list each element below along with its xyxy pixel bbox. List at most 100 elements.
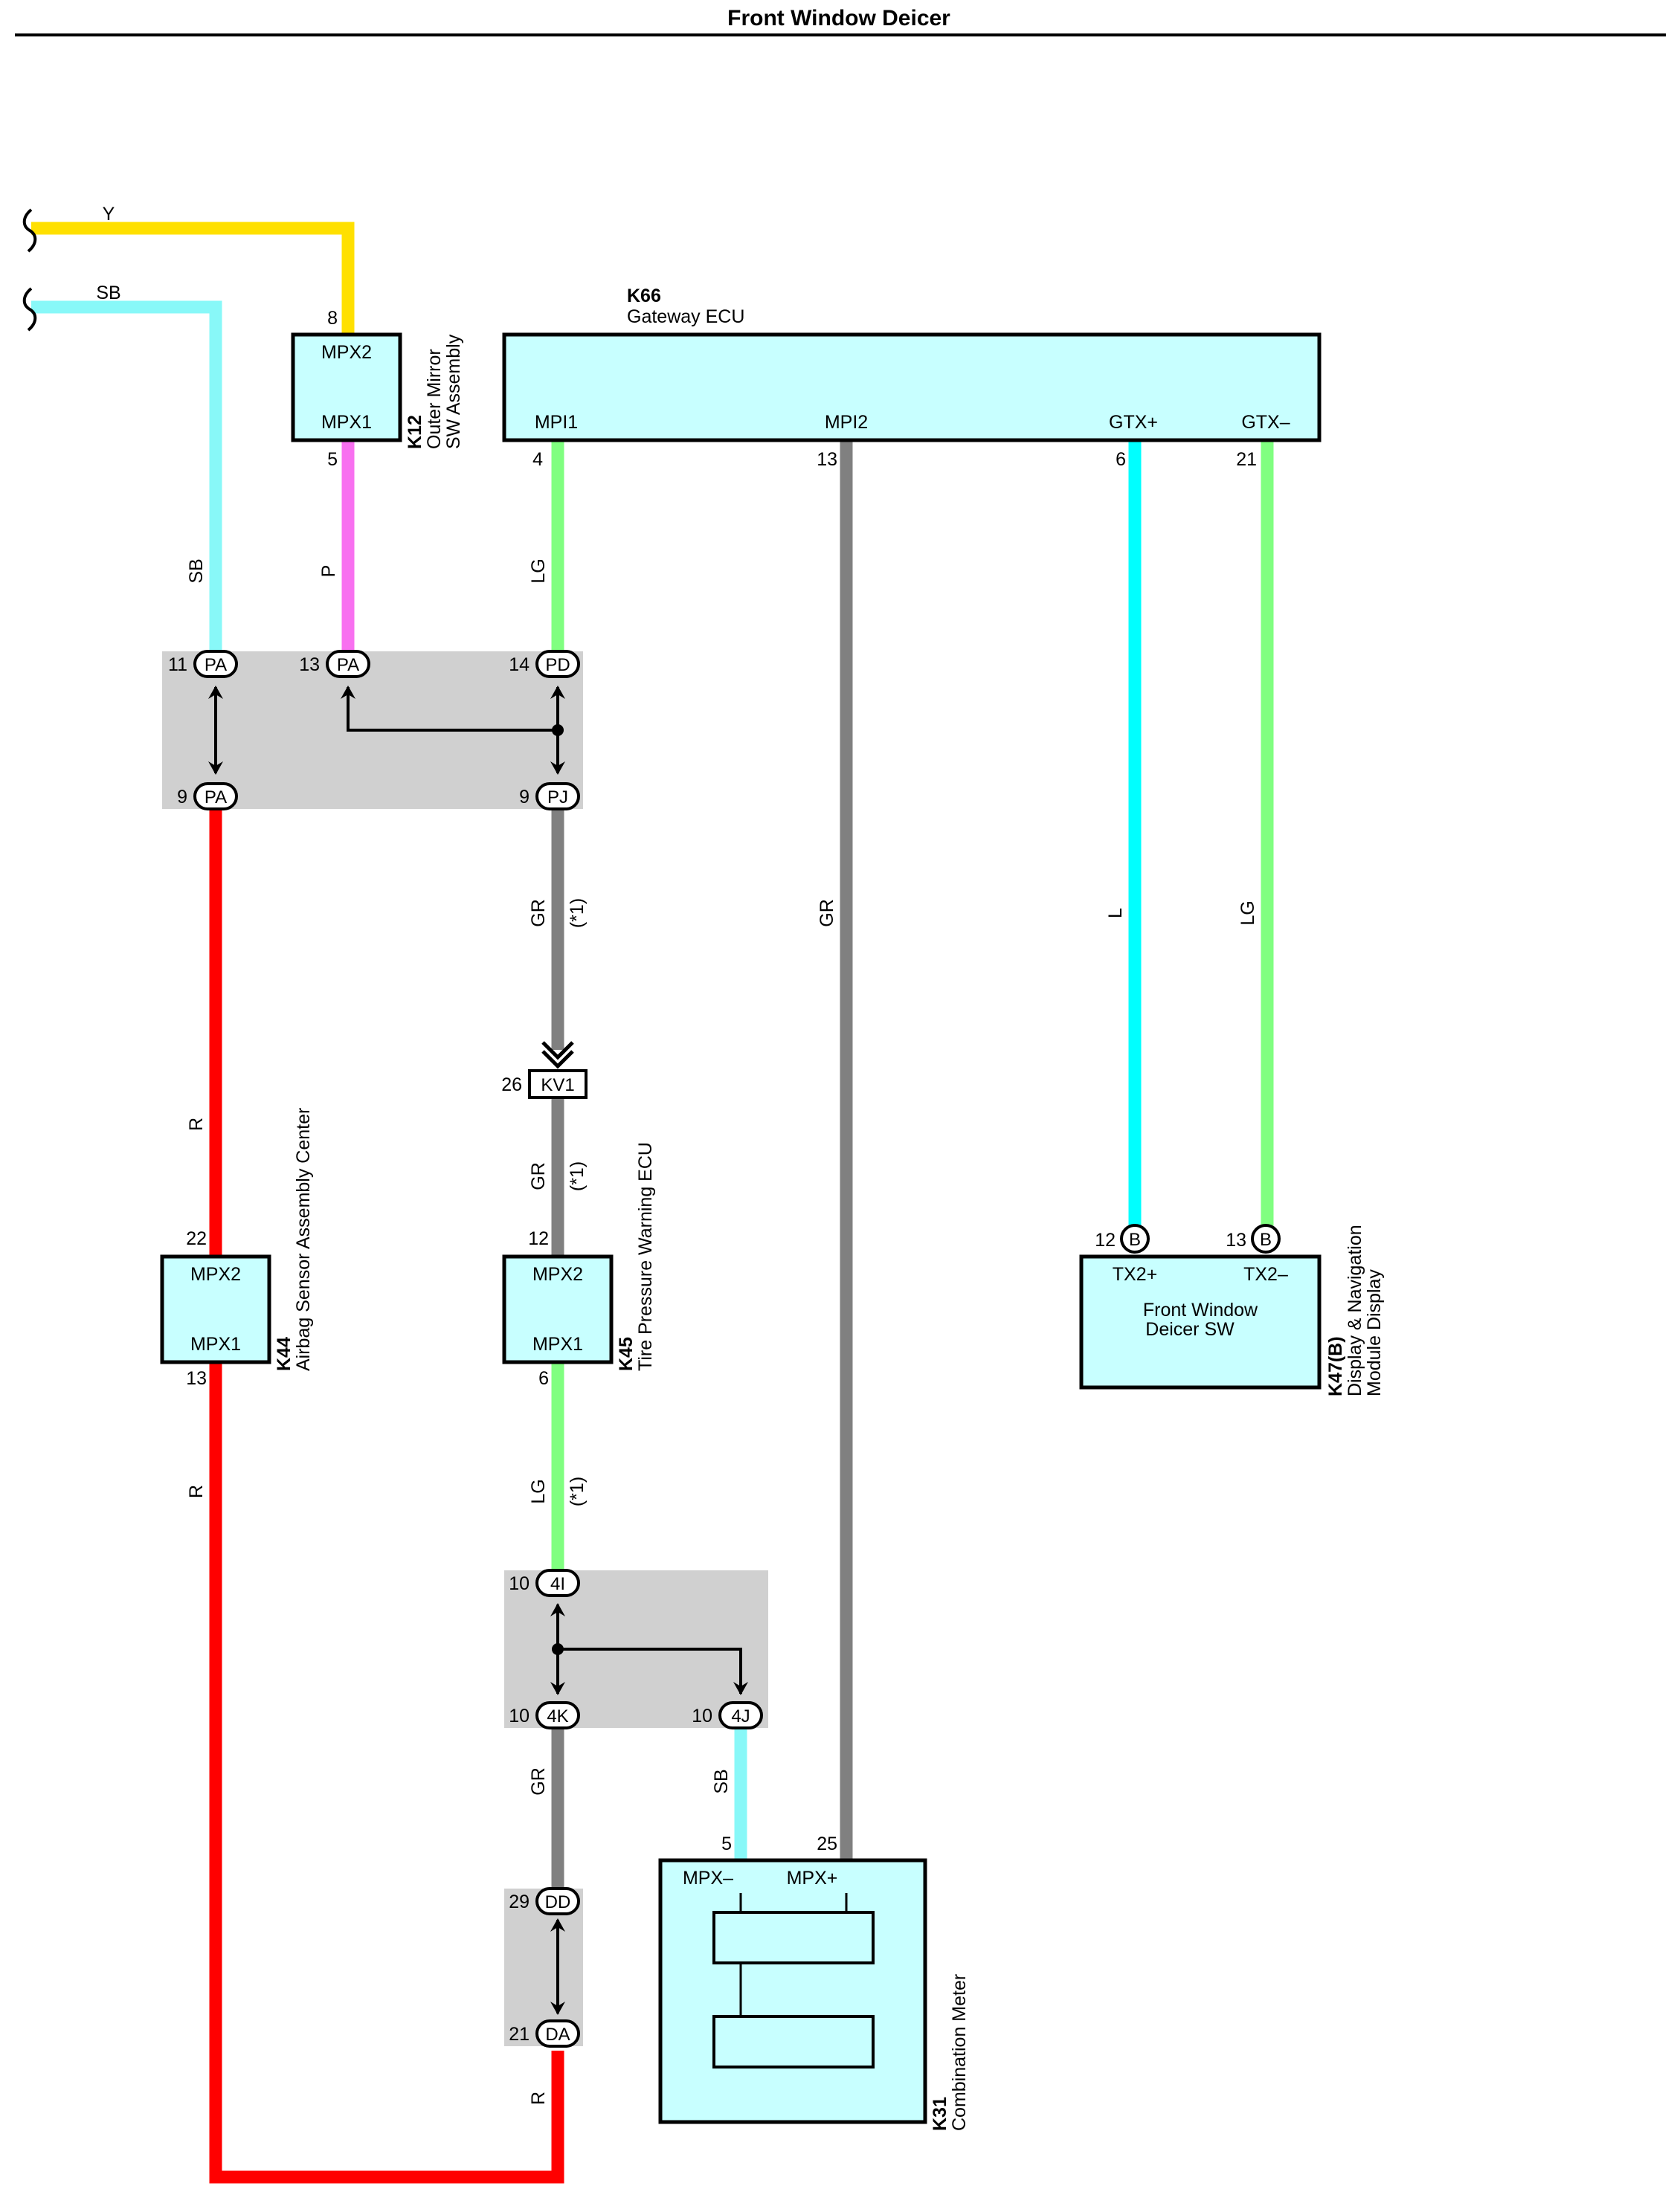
wire-label-lg1: LG — [528, 558, 549, 583]
k31-label: K31 Combination Meter — [930, 1974, 970, 2131]
connector-pa-11: PA 11 — [168, 650, 238, 678]
k47-label: K47(B) Display & Navigation Module Displ… — [1325, 1225, 1385, 1396]
connector-pill — [535, 2019, 580, 2048]
kv1-chevron-icon — [541, 1041, 574, 1069]
connector-id: PA — [337, 655, 359, 675]
connector-id: DD — [545, 1892, 571, 1912]
connector-pin: 13 — [299, 654, 320, 675]
wire-break-sb-icon — [22, 287, 37, 332]
k45-code: K45 — [616, 1337, 637, 1371]
k12-label: K12 Outer Mirror SW Assembly — [405, 334, 464, 449]
connector-pill — [193, 782, 238, 810]
connector-4i-10: 4I 10 — [509, 1569, 580, 1597]
k12-name-2: SW Assembly — [443, 334, 464, 449]
gateway-ecu-box — [502, 332, 1322, 442]
gateway-pinnum-gtxm: 21 — [1236, 449, 1257, 470]
note-kv1: (*1) — [567, 1161, 588, 1191]
junction-block-bottom — [504, 1889, 583, 2046]
connector-pa-13: PA 13 — [299, 650, 370, 678]
note-pj: (*1) — [567, 898, 588, 928]
k31-inner-block-1 — [712, 1911, 875, 1964]
arrow-up — [208, 686, 223, 699]
connector-pill — [535, 782, 580, 810]
connector-pin: 14 — [509, 654, 530, 675]
k47-name-2: Module Display — [1364, 1269, 1385, 1396]
connector-pin: 29 — [509, 1892, 530, 1912]
wire-label-r-da: R — [528, 2092, 549, 2105]
k47-conn-b-ring — [1251, 1224, 1281, 1254]
wire-r — [209, 809, 564, 2184]
connector-pill — [326, 650, 370, 678]
connector-pill — [535, 1701, 580, 1729]
wire-label-sb-top: SB — [96, 283, 120, 303]
connector-pill — [535, 650, 580, 678]
wire-break-y-icon — [22, 208, 37, 253]
outer-mirror-sw-box — [291, 332, 402, 442]
wire-sb — [31, 300, 222, 650]
gateway-pinnum-mpi1: 4 — [532, 449, 543, 470]
k31-pin-a: MPX– — [683, 1868, 733, 1889]
k47-pin-b: TX2– — [1243, 1264, 1288, 1285]
k47-inner-2: Deicer SW — [1145, 1319, 1235, 1340]
k47-inner-1: Front Window — [1143, 1300, 1258, 1321]
connector-pin: 10 — [509, 1706, 530, 1726]
k45-pinnum-top: 12 — [528, 1228, 549, 1249]
connector-id: PA — [205, 787, 227, 807]
connector-pd-14: PD 14 — [509, 650, 580, 678]
k47-name-1: Display & Navigation — [1345, 1225, 1365, 1396]
k31-name: Combination Meter — [949, 1974, 970, 2131]
wire-y — [31, 222, 355, 335]
k47-conn-b: B — [1260, 1230, 1272, 1250]
connector-pill — [718, 1701, 763, 1729]
k47-pinnum-b: 13 — [1226, 1230, 1246, 1251]
k12-pin-bottom: MPX1 — [321, 412, 372, 433]
k44-name: Airbag Sensor Assembly Center — [293, 1108, 314, 1371]
connector-pin: 26 — [501, 1074, 522, 1095]
connector-pin: 9 — [177, 787, 187, 807]
k45-pinnum-bottom: 6 — [538, 1368, 549, 1389]
page-title: Front Window Deicer — [727, 6, 950, 30]
k45-pin-top: MPX2 — [532, 1264, 583, 1285]
k44-pinnum-top: 22 — [186, 1228, 207, 1249]
k44-pinnum-bottom: 13 — [186, 1368, 207, 1389]
connectors: PA 11 PA 13 PD 14 PA 9 PJ 9 KV1 26 — [168, 650, 763, 2048]
arrow-up — [550, 686, 565, 699]
k45-label: K45 Tire Pressure Warning ECU — [616, 1142, 656, 1371]
arrow-up — [550, 1918, 565, 1932]
arrows — [208, 686, 748, 2015]
k31-code: K31 — [930, 2097, 950, 2131]
k44-label: K44 Airbag Sensor Assembly Center — [274, 1108, 314, 1371]
connector-pa-9: PA 9 — [177, 782, 238, 810]
k44-code: K44 — [274, 1337, 294, 1371]
wire-label-r2: R — [186, 1485, 207, 1498]
connector-id: KV1 — [541, 1075, 574, 1095]
j-mid-splice — [552, 1643, 564, 1655]
connector-4j-10: 4J 10 — [692, 1701, 763, 1729]
wire-label-gr-4k: GR — [528, 1767, 549, 1796]
j-top-link-p — [347, 687, 558, 732]
gateway-pin-mpi2: MPI2 — [825, 412, 868, 433]
k47-pinnum-a: 12 — [1095, 1230, 1116, 1251]
connector-pin: 11 — [168, 654, 187, 675]
gateway-pinnum-mpi2: 13 — [817, 449, 837, 470]
connector-da-21: DA 21 — [509, 2019, 580, 2048]
k47-pin-a: TX2+ — [1113, 1264, 1157, 1285]
combination-meter-box — [658, 1858, 927, 2124]
gateway-ecu-name: Gateway ECU — [627, 306, 744, 327]
arrow-down — [733, 1682, 748, 1695]
connector-4k-10: 4K 10 — [509, 1701, 580, 1729]
wire-label-gr-mpi2: GR — [817, 899, 837, 927]
connector-pin: 21 — [509, 2024, 530, 2045]
connector-pj-9: PJ 9 — [519, 782, 580, 810]
wire-label-sb-4j: SB — [711, 1769, 732, 1793]
wire-label-gr-pj: GR — [528, 899, 549, 927]
k47-conn-a: B — [1129, 1230, 1141, 1250]
k12-name-1: Outer Mirror — [424, 349, 445, 449]
connector-id: 4I — [550, 1574, 565, 1594]
k12-pinnum-top: 8 — [327, 308, 338, 329]
tire-pressure-ecu-box — [502, 1254, 614, 1364]
k31-pinnum-a: 5 — [721, 1834, 732, 1854]
wire-label-l: L — [1105, 908, 1126, 918]
connector-kv1-26: KV1 26 — [501, 1069, 588, 1099]
